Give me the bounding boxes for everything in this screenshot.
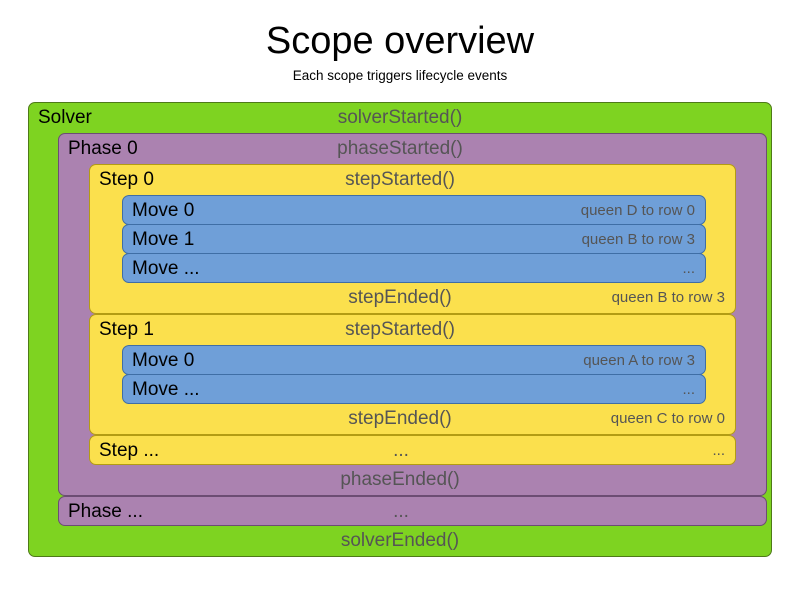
move-row[interactable]: Move 0 queen A to row 3 <box>122 344 706 375</box>
page-subtitle: Each scope triggers lifecycle events <box>292 67 508 83</box>
solver-ended-callback: solverEnded() <box>340 529 460 551</box>
phase-0-footer-row: phaseEnded() <box>59 465 766 495</box>
phase-0-ended-callback: phaseEnded() <box>340 468 460 490</box>
step-1-footer-row: stepEnded() queen C to row 0 <box>90 404 735 434</box>
step-1-header-row: Step 1 stepStarted() <box>90 315 735 345</box>
move-label: Move 1 <box>132 228 195 250</box>
step-0-header-row: Step 0 stepStarted() <box>90 165 735 195</box>
move-detail: ... <box>682 259 695 277</box>
move-detail: queen B to row 3 <box>581 230 695 248</box>
phase-0-scope[interactable]: Phase 0 phaseStarted() Step 0 stepStarte… <box>58 132 767 496</box>
step-0-moves-list: Move 0 queen D to row 0 Move 1 queen B t… <box>122 194 706 283</box>
step-ellipsis-detail: ... <box>712 441 725 459</box>
move-row[interactable]: Move ... ... <box>122 373 706 404</box>
solver-scope[interactable]: Solver solverStarted() Phase 0 phaseStar… <box>28 101 772 557</box>
move-row[interactable]: Move 0 queen D to row 0 <box>122 194 706 225</box>
solver-label: Solver <box>38 106 92 128</box>
move-label: Move 0 <box>132 349 195 371</box>
phase-ellipsis-center: ... <box>393 500 409 522</box>
move-row[interactable]: Move 1 queen B to row 3 <box>122 223 706 254</box>
step-0-scope[interactable]: Step 0 stepStarted() Move 0 queen D to r… <box>89 163 736 314</box>
step-0-footer-row: stepEnded() queen B to row 3 <box>90 283 735 313</box>
solver-footer-row: solverEnded() <box>29 526 771 556</box>
move-detail: ... <box>682 380 695 398</box>
scope-overview-diagram: Solver solverStarted() Phase 0 phaseStar… <box>28 101 772 557</box>
phase-0-label: Phase 0 <box>68 137 138 159</box>
move-label: Move ... <box>132 378 200 400</box>
step-ellipsis-label: Step ... <box>99 439 160 461</box>
move-label: Move 0 <box>132 199 195 221</box>
step-ellipsis-scope[interactable]: Step ... ... ... <box>89 434 736 465</box>
step-0-ended-detail: queen B to row 3 <box>611 288 725 306</box>
move-detail: queen A to row 3 <box>583 351 695 369</box>
solver-header-row: Solver solverStarted() <box>29 103 771 133</box>
phase-ellipsis-label: Phase ... <box>68 500 143 522</box>
page-title: Scope overview <box>265 20 535 62</box>
page-header: Scope overview Each scope triggers lifec… <box>0 0 800 83</box>
phase-0-started-callback: phaseStarted() <box>337 137 463 159</box>
step-0-label: Step 0 <box>99 168 154 190</box>
step-1-scope[interactable]: Step 1 stepStarted() Move 0 queen A to r… <box>89 313 736 435</box>
move-label: Move ... <box>132 257 200 279</box>
phase-0-header-row: Phase 0 phaseStarted() <box>59 134 766 164</box>
move-detail: queen D to row 0 <box>580 201 695 219</box>
move-row[interactable]: Move ... ... <box>122 252 706 283</box>
step-1-moves-list: Move 0 queen A to row 3 Move ... ... <box>122 344 706 404</box>
step-ellipsis-center: ... <box>393 439 409 461</box>
solver-started-callback: solverStarted() <box>337 106 463 128</box>
phase-ellipsis-scope[interactable]: Phase ... ... <box>58 495 767 526</box>
step-1-label: Step 1 <box>99 318 154 340</box>
step-1-ended-detail: queen C to row 0 <box>610 409 725 427</box>
step-0-started-callback: stepStarted() <box>345 168 455 190</box>
step-1-started-callback: stepStarted() <box>345 318 455 340</box>
